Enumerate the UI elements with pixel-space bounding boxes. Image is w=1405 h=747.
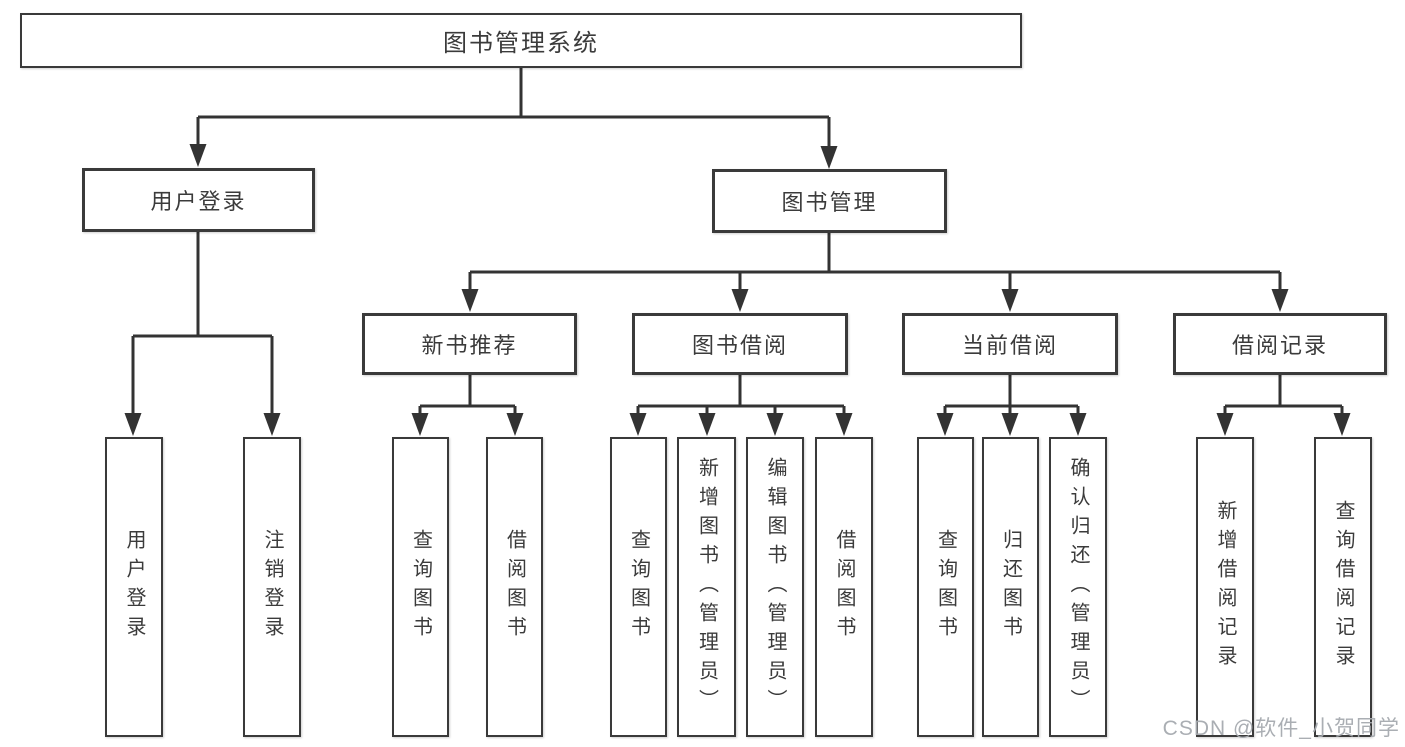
node-label: 当前借阅 <box>961 333 1058 358</box>
node-label: 用户登录 <box>150 189 247 214</box>
node-book-borrow: 图书借阅 <box>632 313 848 375</box>
leaf-label: 编辑图书（管理员） <box>764 456 786 718</box>
leaf-logout: 注销登录 <box>243 437 301 737</box>
node-label: 图书管理系统 <box>443 30 599 57</box>
node-label: 图书管理 <box>781 190 878 215</box>
node-user-login: 用户登录 <box>82 168 315 232</box>
leaf-confirm-return-admin: 确认归还（管理员） <box>1049 437 1107 737</box>
node-root: 图书管理系统 <box>20 13 1022 68</box>
leaf-query-books-borrow: 查询图书 <box>610 437 667 737</box>
leaf-label: 查询图书 <box>627 529 650 645</box>
leaf-add-book-admin: 新增图书（管理员） <box>677 437 736 737</box>
leaf-return-book: 归还图书 <box>982 437 1039 737</box>
leaf-query-borrow-record: 查询借阅记录 <box>1314 437 1372 737</box>
leaf-label: 查询借阅记录 <box>1332 500 1354 674</box>
leaf-label: 新增借阅记录 <box>1214 500 1236 674</box>
leaf-label: 借阅图书 <box>833 529 855 645</box>
leaf-query-books-recommend: 查询图书 <box>392 437 449 737</box>
node-borrow-records: 借阅记录 <box>1173 313 1387 375</box>
node-new-book-recommend: 新书推荐 <box>362 313 577 375</box>
leaf-edit-book-admin: 编辑图书（管理员） <box>746 437 804 737</box>
node-book-management: 图书管理 <box>712 169 947 233</box>
node-label: 图书借阅 <box>691 333 788 358</box>
leaf-label: 查询图书 <box>934 529 957 645</box>
node-label: 新书推荐 <box>421 333 518 358</box>
leaf-label: 归还图书 <box>999 529 1022 645</box>
leaf-label: 确认归还（管理员） <box>1067 456 1089 718</box>
leaf-label: 用户登录 <box>123 529 145 645</box>
leaf-borrow-books: 借阅图书 <box>815 437 873 737</box>
leaf-query-books-current: 查询图书 <box>917 437 974 737</box>
leaf-label: 查询图书 <box>409 529 432 645</box>
leaf-label: 新增图书（管理员） <box>695 456 718 718</box>
leaf-borrow-books-recommend: 借阅图书 <box>486 437 543 737</box>
leaf-label: 借阅图书 <box>503 529 526 645</box>
leaf-label: 注销登录 <box>261 529 283 645</box>
leaf-user-login: 用户登录 <box>105 437 163 737</box>
leaf-add-borrow-record: 新增借阅记录 <box>1196 437 1254 737</box>
node-current-borrow: 当前借阅 <box>902 313 1118 375</box>
node-label: 借阅记录 <box>1231 333 1328 358</box>
